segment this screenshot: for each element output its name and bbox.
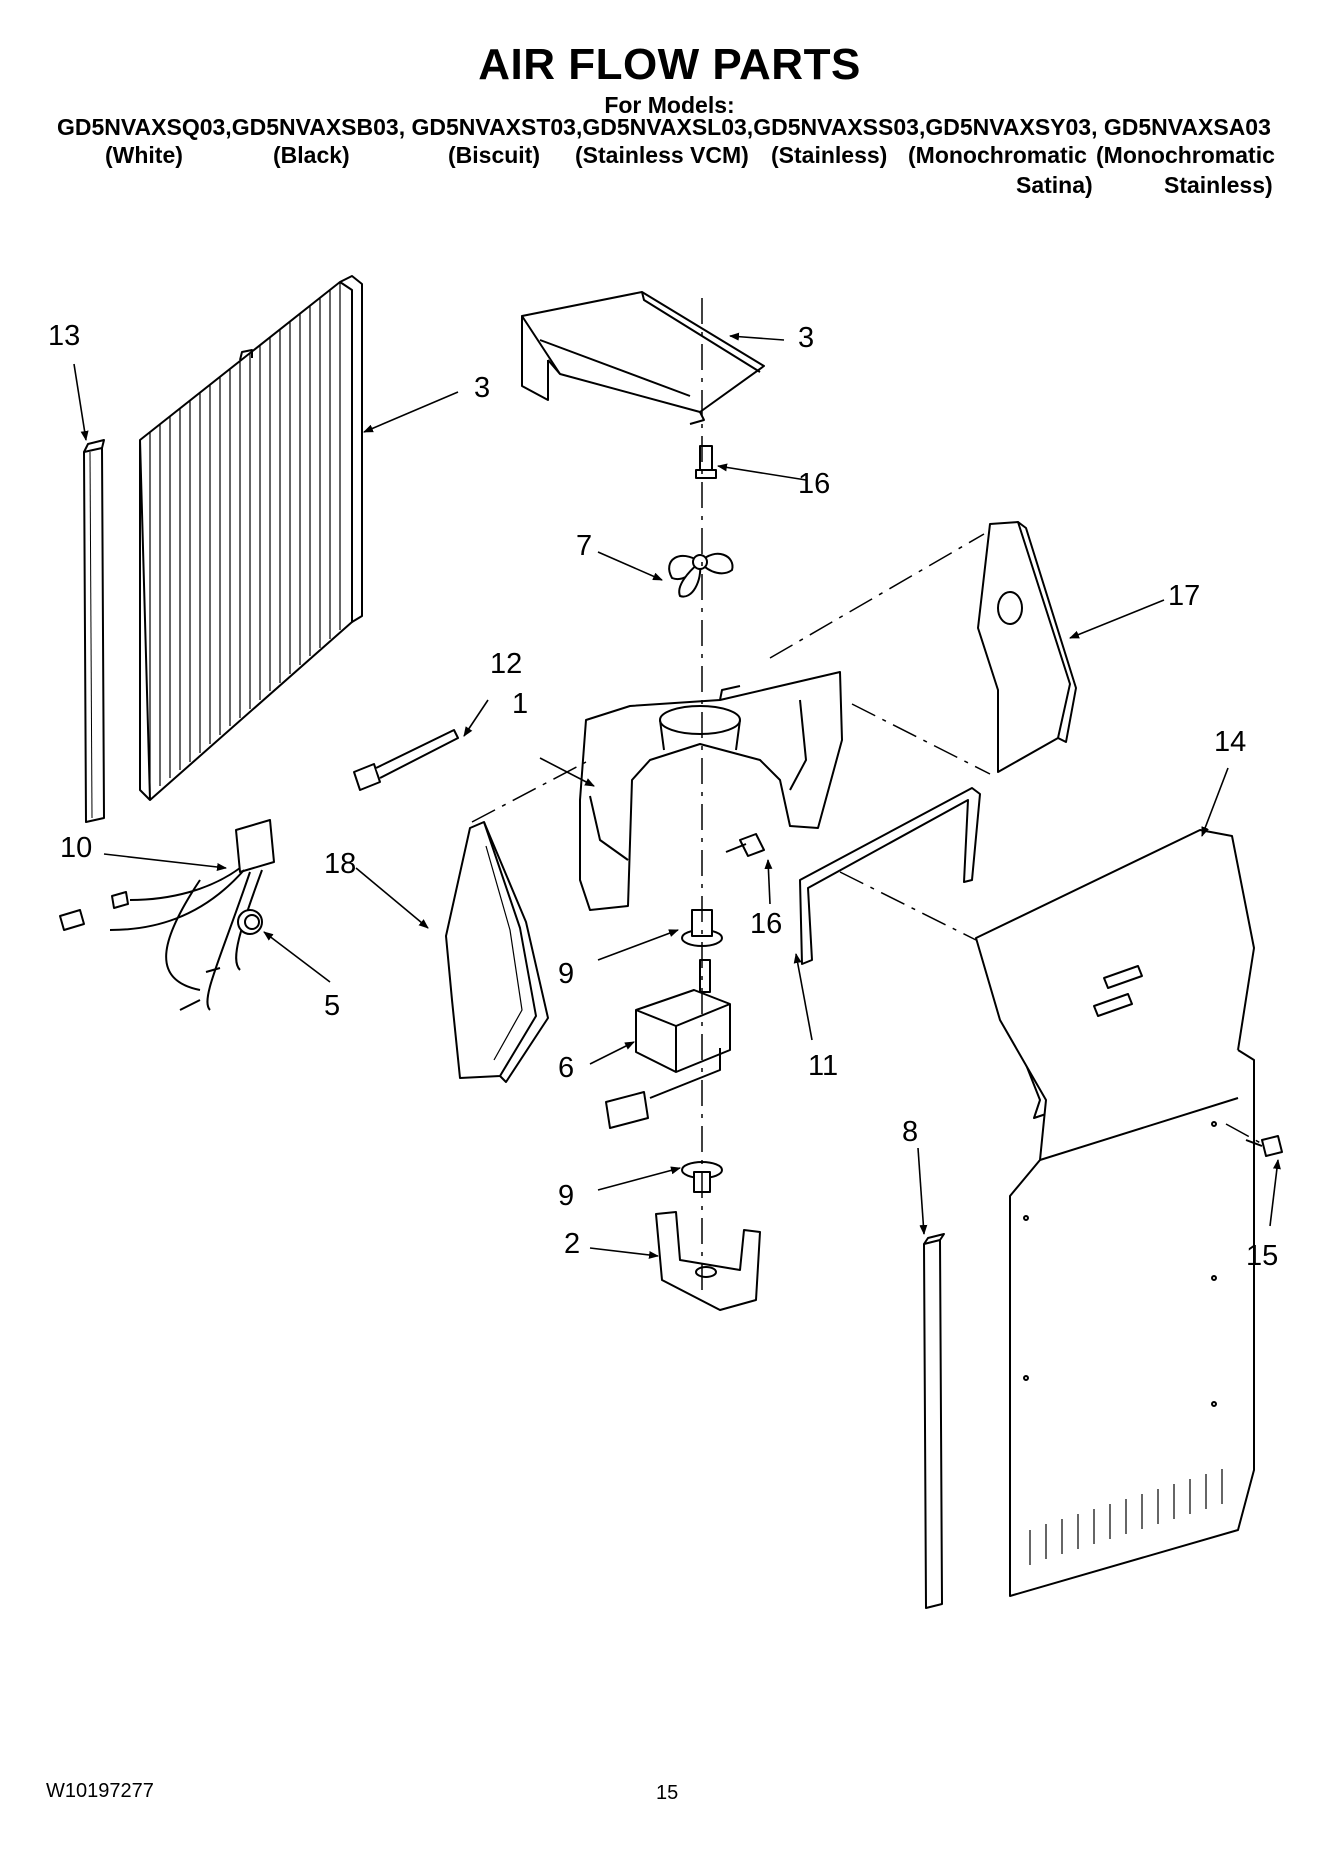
variant-label: (Stainless) [771, 142, 888, 168]
part-3-duct-cover [522, 292, 764, 424]
callout-11: 11 [808, 1050, 839, 1082]
part-16-screw [696, 446, 716, 478]
callout-18: 18 [324, 848, 357, 880]
part-9-grommet [682, 1162, 722, 1192]
callout-16b: 16 [750, 908, 783, 940]
part-18-side-baffle [446, 822, 548, 1082]
page-number: 15 [656, 1782, 679, 1804]
callout-17: 17 [1168, 580, 1201, 612]
part-16-screw [726, 834, 764, 856]
callout-13: 13 [48, 320, 81, 352]
callout-4: 3 [474, 372, 491, 404]
variant-label: (Monochromatic [908, 142, 1087, 168]
part-14-air-tower [976, 830, 1254, 1596]
callout-14: 14 [1214, 726, 1247, 758]
variant-label: (Biscuit) [448, 142, 540, 168]
variant-label: Satina) [1016, 172, 1093, 198]
part-17-side-baffle [978, 522, 1076, 772]
part-6-fan-motor [606, 960, 730, 1128]
part-8-gasket-strip [924, 1234, 944, 1608]
page-subtitle: For Models: [604, 92, 735, 118]
callout-1: 1 [512, 688, 529, 720]
part-15-screw [1246, 1136, 1282, 1156]
variant-label: (Monochromatic [1096, 142, 1275, 168]
model-list: GD5NVAXSQ03,GD5NVAXSB03, GD5NVAXST03,GD5… [57, 114, 1271, 140]
callout-5: 5 [324, 990, 341, 1022]
variant-label: Stainless) [1164, 172, 1273, 198]
variant-label: (Black) [273, 142, 350, 168]
callout-15: 15 [1246, 1240, 1279, 1272]
document-number: W10197277 [46, 1780, 154, 1802]
part-11-bracket [800, 788, 980, 964]
part-7-fan-blade [669, 554, 732, 597]
part-5-grommet [245, 915, 259, 929]
variant-label: (Stainless VCM) [575, 142, 749, 168]
callout-10: 10 [60, 832, 93, 864]
part-10-wire-harness [60, 820, 274, 1010]
page-title: AIR FLOW PARTS [478, 40, 861, 89]
callout-9: 9 [558, 958, 575, 990]
part-1-fan-housing [580, 672, 842, 910]
part-13-gasket-strip [84, 440, 104, 822]
part-4-evaporator-panel [140, 276, 362, 800]
part-2-motor-bracket [656, 1212, 760, 1310]
variant-label: (White) [105, 142, 183, 168]
callout-9b: 9 [558, 1180, 575, 1212]
callout-12: 12 [490, 648, 523, 680]
callout-8: 8 [902, 1116, 919, 1148]
callout-7: 7 [576, 530, 593, 562]
callout-3: 3 [798, 322, 815, 354]
callout-16: 16 [798, 468, 831, 500]
part-12-cable-tie [354, 730, 458, 790]
callout-6: 6 [558, 1052, 575, 1084]
callout-2: 2 [564, 1228, 581, 1260]
